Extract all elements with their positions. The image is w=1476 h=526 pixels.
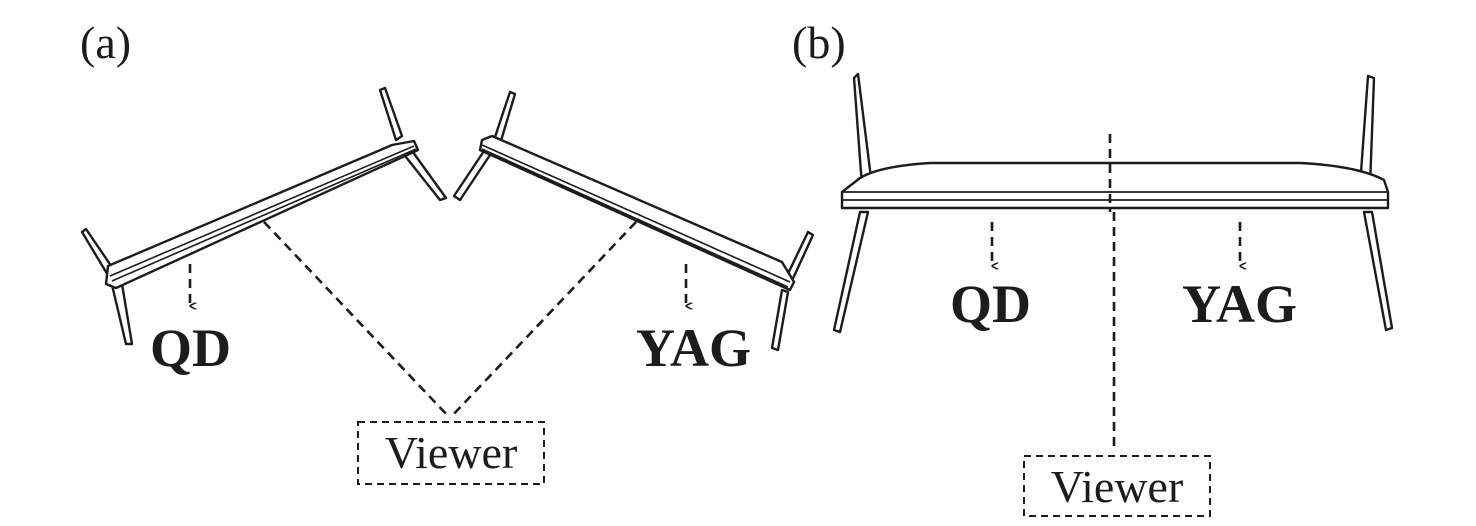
tv-stand-leg [832,210,870,334]
panel-b: (b) QD YAG Viewer [792,17,1394,517]
tv-stand-leg [852,72,874,188]
panel-b-label: (b) [792,17,846,68]
tv-stand-foot [452,146,494,202]
panel-a-left-tv [80,86,448,346]
tv-body [840,161,1390,210]
panel-a-label: (a) [80,17,131,68]
tv-stand-foot [770,288,790,352]
tv-body [104,139,420,290]
tv-stand-foot [110,282,134,346]
panel-a-viewer-box [357,421,545,485]
panel-b-yag-label: YAG [1182,274,1297,334]
panel-a-yag-label: YAG [636,318,751,378]
tv-screen-edge [481,144,791,283]
tv-stand-leg [1358,74,1376,188]
panel-a-right-tv [452,90,815,352]
sight-line-left [263,221,451,419]
tv-screen-edge [481,148,789,288]
sight-line-right [449,221,637,419]
panel-b-tv [832,72,1394,334]
tv-stand-foot [378,86,404,142]
panel-a-viewer-label: Viewer [385,427,518,478]
panel-b-viewer-box [1023,455,1211,517]
panel-a: (a) QD YAG [80,17,815,485]
tv-screen-edge [111,148,417,282]
tv-body [478,134,796,292]
panel-b-qd-label: QD [950,274,1031,334]
panel-b-viewer-label: Viewer [1051,461,1184,512]
tv-stand-foot [492,90,517,146]
tv-stand-leg [1362,210,1394,332]
tv-stand-foot [400,146,448,202]
tv-screen-edge [109,145,415,277]
panel-a-qd-label: QD [150,318,231,378]
